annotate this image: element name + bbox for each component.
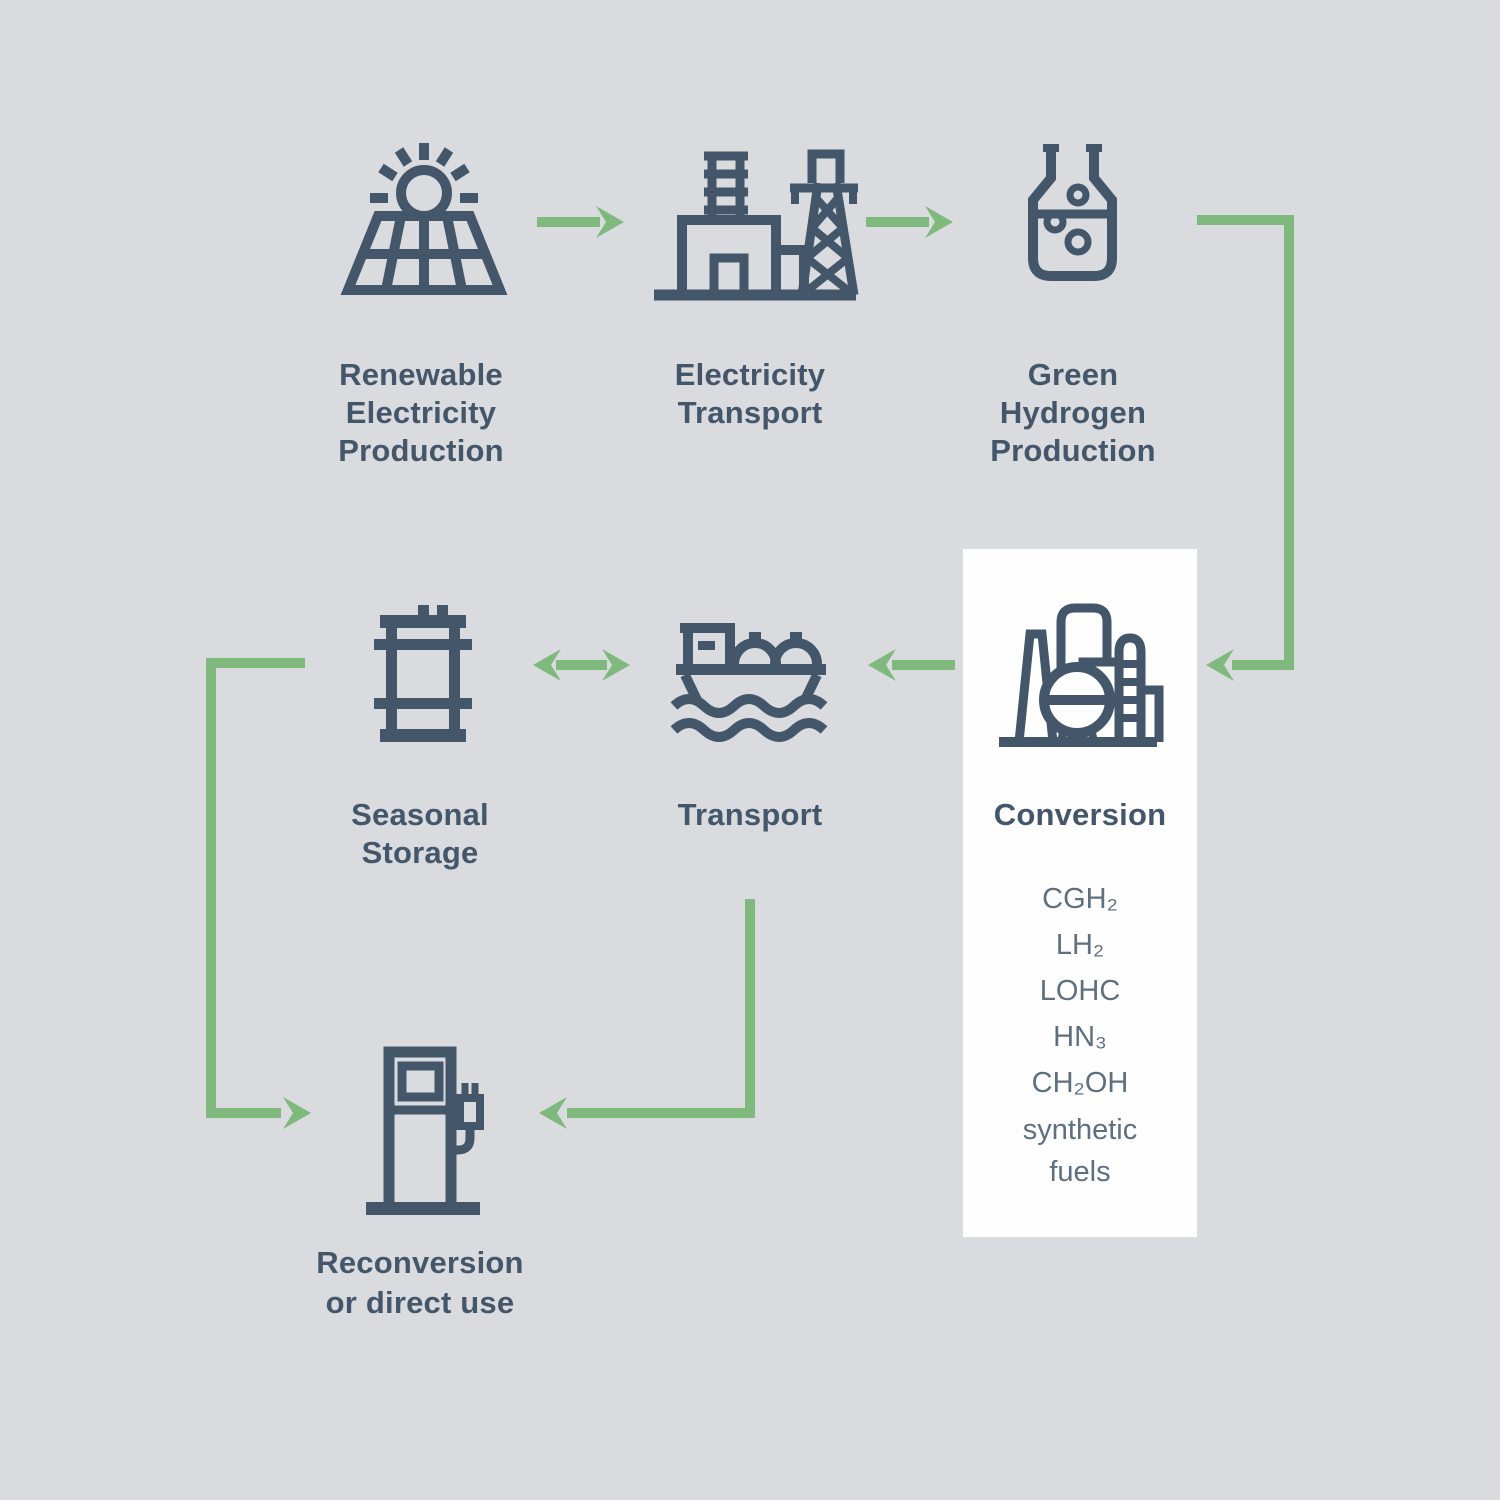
- arrowhead-left-into-conversion: [1206, 649, 1234, 681]
- label-renewable-electricity-production: Renewable Electricity Production: [338, 357, 504, 468]
- list-item-ch2oh: CH₂OH: [1031, 1067, 1129, 1099]
- arrowhead-left-into-pump: [539, 1097, 567, 1129]
- list-item-cgh2: CGH₂: [1042, 883, 1118, 915]
- label-electricity-transport: Electricity Transport: [674, 357, 826, 430]
- tanker-ship-icon: [668, 612, 833, 752]
- arrow-ship-to-reconversion: [567, 899, 755, 1118]
- label-conversion: Conversion: [993, 797, 1167, 832]
- refinery-icon: [995, 590, 1165, 750]
- label-seasonal-storage: Seasonal Storage: [351, 797, 489, 870]
- list-item-synthetic-fuels: synthetic fuels: [1022, 1114, 1138, 1188]
- list-item-lh2: LH₂: [1055, 929, 1105, 961]
- flask-icon: [1015, 140, 1130, 295]
- arrow-storage-to-reconversion: [206, 658, 305, 1118]
- arrowhead-right-1: [596, 206, 624, 238]
- barrel-icon: [368, 601, 478, 756]
- arrowhead-left-bidirectional: [533, 649, 561, 681]
- solar-panel-icon: [340, 138, 508, 306]
- list-item-lohc: LOHC: [1039, 975, 1121, 1007]
- label-reconversion-or-direct-use: Reconversion or direct use: [316, 1245, 524, 1320]
- label-transport: Transport: [677, 797, 823, 832]
- label-green-hydrogen-production: Green Hydrogen Production: [990, 357, 1156, 468]
- arrowhead-right-2: [925, 206, 953, 238]
- arrowhead-right-into-pump: [283, 1097, 311, 1129]
- list-item-hn3: HN₃: [1053, 1021, 1107, 1053]
- conversion-carrier-list: CGH₂ LH₂ LOHC HN₃ CH₂OH synthetic fuels: [963, 876, 1197, 1193]
- power-plant-pylon-icon: [650, 138, 860, 303]
- arrowhead-right-bidirectional: [602, 649, 630, 681]
- arrowhead-left-into-ship: [868, 649, 896, 681]
- fuel-pump-icon: [356, 1038, 491, 1223]
